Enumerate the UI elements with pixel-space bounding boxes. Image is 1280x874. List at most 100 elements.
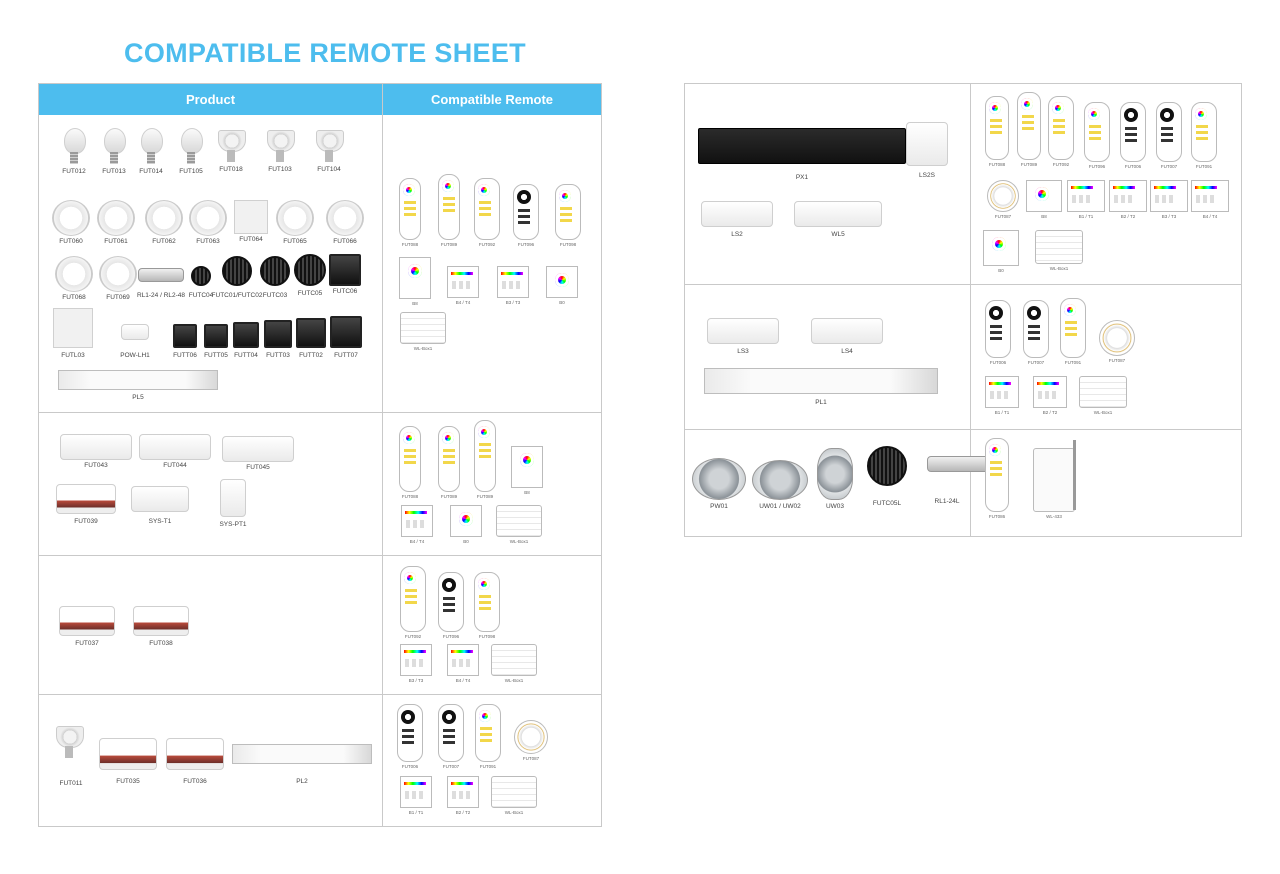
- product-pow-lh1: POW-LH1: [103, 308, 167, 359]
- remote-fut088: FUT088: [378, 178, 442, 247]
- remote-fut092-rr1: FUT092: [1029, 96, 1093, 167]
- remote-b8-rr1: B8: [1012, 180, 1076, 219]
- remote-fut089-rr1: FUT089: [997, 92, 1061, 167]
- remote-b4-t4-r2: B4 / T4: [385, 505, 449, 544]
- product-fut065: FUT065: [263, 200, 327, 245]
- product-pw01: PW01: [687, 458, 751, 510]
- remote-fut089-r2b: FUT089: [453, 420, 517, 499]
- remote-b2-t2-rr1: B2 / T2: [1096, 180, 1160, 219]
- remote-fut006-r4: FUT006: [378, 704, 442, 769]
- remote-b4-t4: B4 / T4: [431, 266, 495, 305]
- remote-b0-r2: B0: [434, 505, 498, 544]
- remote-wl-433-rr3: WL-433: [1022, 448, 1086, 519]
- remote-fut091-rr2: FUT091: [1041, 298, 1105, 365]
- page-title: COMPATIBLE REMOTE SHEET: [124, 38, 526, 68]
- remote-fut006-rr1: FUT006: [1101, 102, 1165, 169]
- remote-b3-t3-rr1: B3 / T3: [1137, 180, 1201, 219]
- product-fut068: FUT068: [42, 256, 106, 301]
- remote-fut087-r4: FUT087: [499, 720, 563, 761]
- product-futt07: FUTT07: [314, 308, 378, 359]
- product-futc05l: FUTC05L: [855, 446, 919, 507]
- product-futc03: FUTC03: [243, 256, 307, 299]
- product-futt05: FUTT05: [184, 308, 248, 359]
- product-ls3: LS3: [705, 318, 781, 355]
- right-compatibility-table: PX1 LS2S LS2 WL5 FUT088 FUT089 FUT092 FU…: [684, 83, 1242, 537]
- remote-wl-box1-rr2: WL-Box1: [1071, 376, 1135, 415]
- product-rl1-24: RL1-24 / RL2-48: [128, 256, 194, 299]
- product-fut037: FUT037: [55, 606, 119, 647]
- remote-b1-t1-r4: B1 / T1: [384, 776, 448, 815]
- product-fut069: FUT069: [86, 256, 150, 301]
- product-fut063: FUT063: [176, 200, 240, 245]
- remote-fut088-r2: FUT088: [378, 426, 442, 499]
- header-compatible-remote: Compatible Remote: [383, 84, 601, 115]
- product-futt03: FUTT03: [246, 308, 310, 359]
- product-fut045: FUT045: [221, 436, 295, 471]
- product-fut104: FUT104: [297, 128, 361, 173]
- remote-fut096-r3: FUT096: [419, 572, 483, 639]
- remote-wl-box1-r2: WL-Box1: [487, 505, 551, 544]
- remote-b3-t3: B3 / T3: [481, 266, 545, 305]
- remote-b4-t4-rr1: B4 / T4: [1178, 180, 1242, 219]
- remote-fut086-rr3: FUT086: [965, 438, 1029, 519]
- product-futl03: FUTL03: [41, 308, 105, 359]
- remote-fut098-r3: FUT098: [455, 572, 519, 639]
- product-ls2: LS2: [699, 201, 775, 238]
- product-sys-t1: SYS-T1: [128, 486, 192, 525]
- product-futc04: FUTC04: [169, 256, 233, 299]
- remote-b2-t2-rr2: B2 / T2: [1018, 376, 1082, 415]
- remote-b1-t1-rr1: B1 / T1: [1054, 180, 1118, 219]
- product-ls2s: LS2S: [895, 122, 959, 179]
- product-fut060: FUT060: [39, 200, 103, 245]
- product-futt02: FUTT02: [279, 308, 343, 359]
- remote-wl-box1-r4: WL-Box1: [482, 776, 546, 815]
- product-uw01-uw02: UW01 / UW02: [748, 460, 812, 510]
- product-fut061: FUT061: [84, 200, 148, 245]
- product-ls4: LS4: [809, 318, 885, 355]
- remote-fut007-rr2: FUT007: [1004, 300, 1068, 365]
- product-px1: PX1: [697, 128, 907, 181]
- remote-fut096-rr1: FUT096: [1065, 102, 1129, 169]
- remote-b1-t1-rr2: B1 / T1: [970, 376, 1034, 415]
- product-pl2: PL2: [231, 744, 373, 785]
- remote-fut006-rr2: FUT006: [966, 300, 1030, 365]
- left-compatibility-table: Product Compatible Remote FUT012 FUT013 …: [38, 83, 602, 827]
- remote-fut007-rr1: FUT007: [1137, 102, 1201, 169]
- remote-b4-t4-r3: B4 / T4: [431, 644, 495, 683]
- antenna-icon: [1069, 440, 1079, 510]
- product-futt04: FUTT04: [214, 308, 278, 359]
- remote-fut087-rr1: FUT087: [971, 180, 1035, 219]
- product-fut011: FUT011: [39, 724, 103, 787]
- remote-b8-r2: B8: [495, 446, 559, 495]
- product-fut103: FUT103: [248, 128, 312, 173]
- product-futt06: FUTT06: [153, 308, 217, 359]
- product-fut013: FUT013: [82, 128, 146, 175]
- header-product: Product: [39, 84, 382, 115]
- product-fut014: FUT014: [119, 128, 183, 175]
- product-fut044: FUT044: [138, 434, 212, 469]
- remote-b2-t2-r4: B2 / T2: [431, 776, 495, 815]
- product-pl5: PL5: [53, 370, 223, 401]
- remote-fut098: FUT098: [536, 184, 600, 247]
- remote-fut092: FUT092: [455, 178, 519, 247]
- product-fut012: FUT012: [42, 128, 106, 175]
- product-sys-pt1: SYS-PT1: [201, 479, 265, 528]
- product-fut043: FUT043: [59, 434, 133, 469]
- product-fut038: FUT038: [129, 606, 193, 647]
- remote-fut087-rr2: FUT087: [1085, 320, 1149, 363]
- remote-wl-box1: WL-Box1: [391, 312, 455, 351]
- product-pl1: PL1: [703, 368, 939, 406]
- product-futc01-futc02: FUTC01/FUTC02: [205, 256, 269, 299]
- remote-fut091-r4: FUT091: [456, 704, 520, 769]
- product-wl5: WL5: [793, 201, 883, 238]
- remote-wl-box1-rr1: WL-Box1: [1021, 230, 1097, 271]
- remote-fut096: FUT096: [494, 184, 558, 247]
- product-fut062: FUT062: [132, 200, 196, 245]
- product-fut105: FUT105: [159, 128, 223, 175]
- remote-fut089-r2: FUT089: [417, 426, 481, 499]
- remote-b8: B8: [383, 257, 447, 306]
- remote-fut007-r4: FUT007: [419, 704, 483, 769]
- remote-fut092-r3: FUT092: [381, 566, 445, 639]
- remote-fut091-rr1: FUT091: [1172, 102, 1236, 169]
- remote-fut088-rr1: FUT088: [965, 96, 1029, 167]
